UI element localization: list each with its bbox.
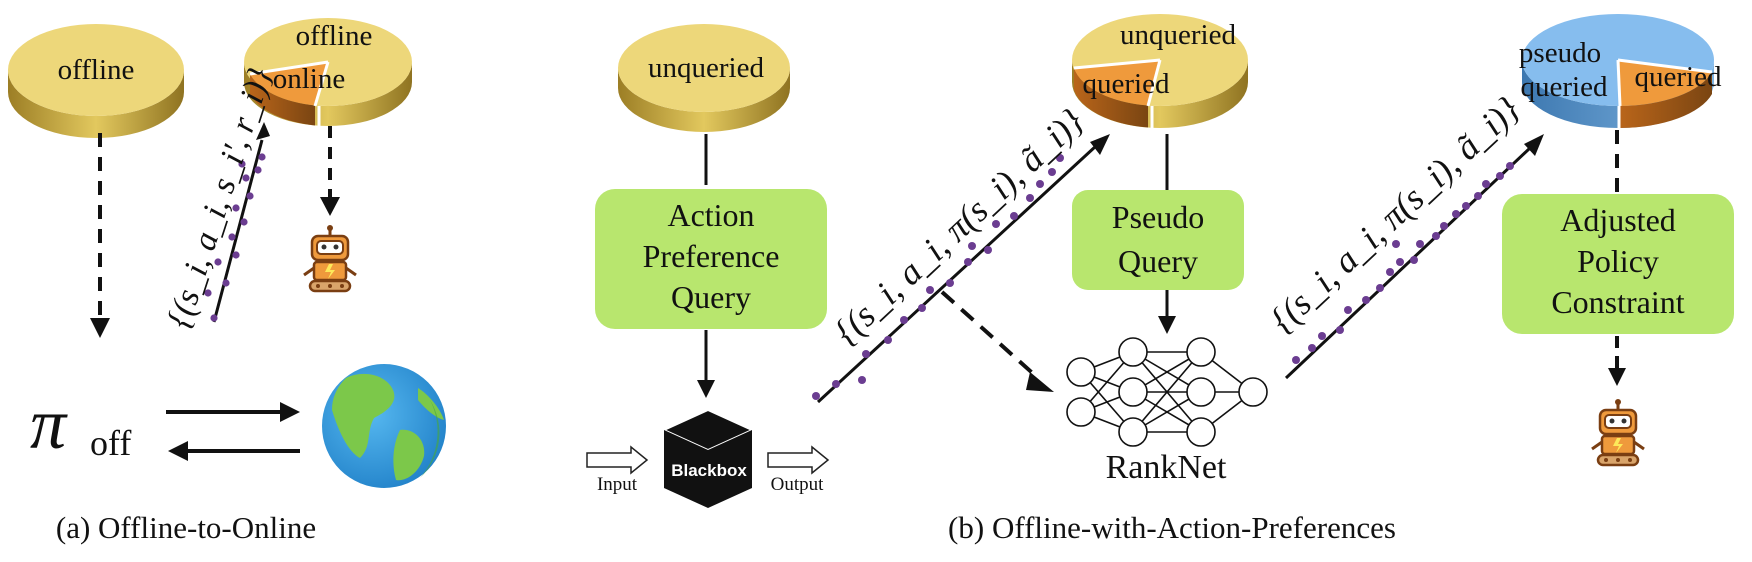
preference-tuple-label-2: {(s_i, a_i, π(s_i), ã_i)} xyxy=(1262,89,1527,340)
constraint-line1: Adjusted xyxy=(1560,202,1676,238)
robot-icon-2 xyxy=(1591,399,1645,467)
preference-data-arrow-1: {(s_i, a_i, π(s_i), ã_i)} xyxy=(812,101,1110,404)
preference-data-arrow-2: {(s_i, a_i, π(s_i), ã_i)} xyxy=(1262,89,1544,380)
pseudo-query-line1: Pseudo xyxy=(1112,199,1204,235)
pie-offline-label: offline xyxy=(58,54,135,86)
pie3-pseudo-label: pseudo xyxy=(1519,37,1601,69)
constraint-line2: Policy xyxy=(1577,243,1659,279)
pie2-queried-label: queried xyxy=(1083,68,1170,100)
pseudo-query-line2: Query xyxy=(1118,243,1198,279)
neural-network-icon xyxy=(1066,337,1268,447)
pie-unqueried-queried: unqueried queried xyxy=(1072,14,1248,128)
caption-b: (b) Offline-with-Action-Preferences xyxy=(948,510,1396,545)
pie3-pseudo-queried-label: queried xyxy=(1521,71,1608,103)
blackbox-cube-icon: Blackbox xyxy=(661,408,755,508)
action-query-line2: Preference xyxy=(643,238,780,274)
blackbox-label: Blackbox xyxy=(671,461,747,480)
pie-offline-part-label: offline xyxy=(296,20,373,52)
pie-pseudo-queried: pseudo queried queried xyxy=(1519,14,1722,128)
policy-symbol: π xyxy=(30,384,68,464)
transition-data-points xyxy=(204,153,266,322)
earth-icon xyxy=(322,364,446,488)
action-query-line1: Action xyxy=(667,197,754,233)
pie-offline-online: offline online xyxy=(244,18,412,126)
pie3-queried-label: queried xyxy=(1635,61,1722,93)
ranknet-label: RankNet xyxy=(1106,449,1227,486)
dashed-arrow-data-to-ranknet xyxy=(940,290,1040,380)
pseudo-query-box: Pseudo Query xyxy=(1072,190,1244,290)
pie-offline: offline xyxy=(8,24,184,138)
output-label: Output xyxy=(771,474,825,495)
input-label: Input xyxy=(597,474,638,495)
policy-subscript: off xyxy=(90,423,131,463)
pie-online-part-label: online xyxy=(273,63,346,95)
policy-pi-off: π off xyxy=(30,384,131,464)
constraint-line3: Constraint xyxy=(1551,284,1684,320)
caption-a: (a) Offline-to-Online xyxy=(56,510,316,545)
pie-unqueried: unqueried xyxy=(618,24,790,132)
action-preference-query-box: Action Preference Query xyxy=(595,189,827,329)
robot-icon xyxy=(303,225,357,293)
adjusted-policy-constraint-box: Adjusted Policy Constraint xyxy=(1502,194,1734,334)
preference-data-points-2 xyxy=(1292,162,1514,364)
output-arrow: Output xyxy=(767,445,830,495)
preference-tuple-label-1: {(s_i, a_i, π(s_i), ã_i)} xyxy=(826,101,1091,352)
preference-data-points-1 xyxy=(812,154,1064,400)
input-arrow: Input xyxy=(586,445,649,495)
pie-unqueried-label: unqueried xyxy=(648,52,764,84)
pie2-unqueried-label: unqueried xyxy=(1120,19,1236,51)
action-query-line3: Query xyxy=(671,279,751,315)
